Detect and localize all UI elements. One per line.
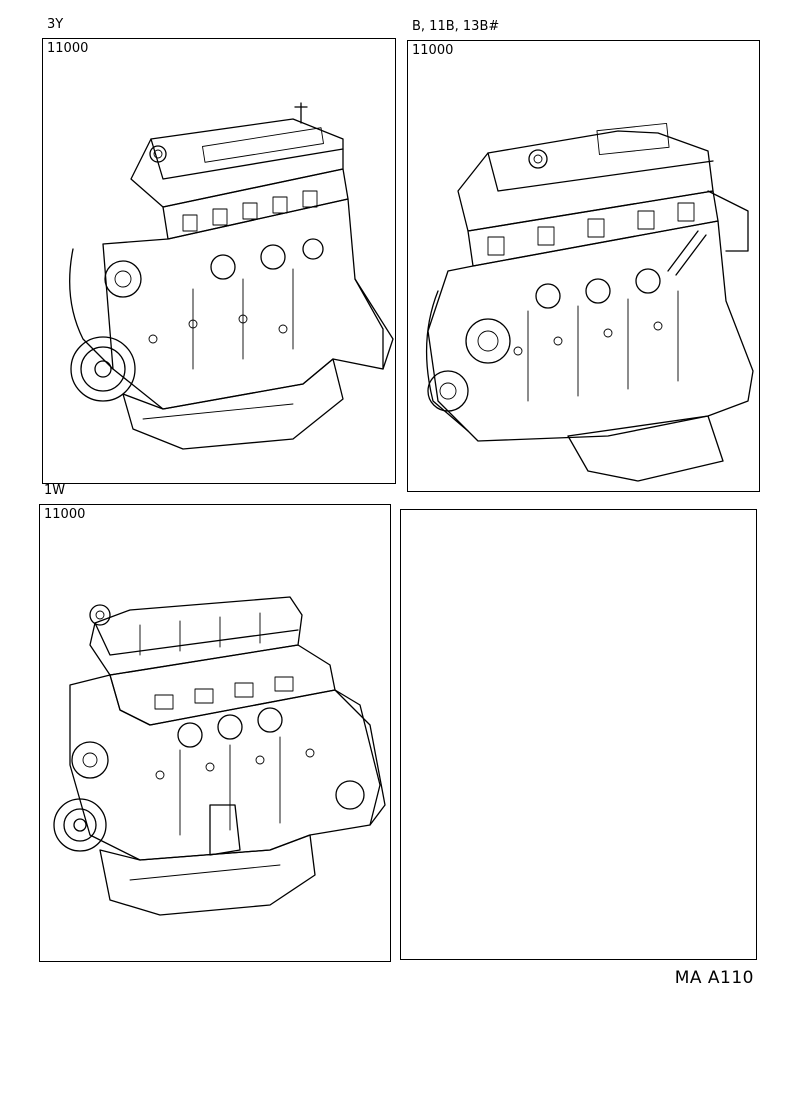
parts-panel-1w[interactable]: 11000 xyxy=(39,504,391,962)
parts-panel-3y[interactable]: 11000 xyxy=(42,38,396,484)
page-reference: MA A110 xyxy=(674,968,754,988)
part-number: 11000 xyxy=(412,43,454,58)
engine-assembly-illustration xyxy=(69,102,394,450)
part-number: 11000 xyxy=(47,41,89,56)
empty-panel xyxy=(400,509,757,960)
engine-assembly-illustration xyxy=(425,122,754,482)
model-label-1w: 1W xyxy=(44,483,66,498)
engine-assembly-illustration xyxy=(53,596,386,916)
model-label-b-11b-13b: B, 11B, 13B# xyxy=(412,19,500,34)
part-number: 11000 xyxy=(44,507,86,522)
parts-panel-b-11b-13b[interactable]: 11000 xyxy=(407,40,760,492)
model-label-3y: 3Y xyxy=(47,17,64,32)
